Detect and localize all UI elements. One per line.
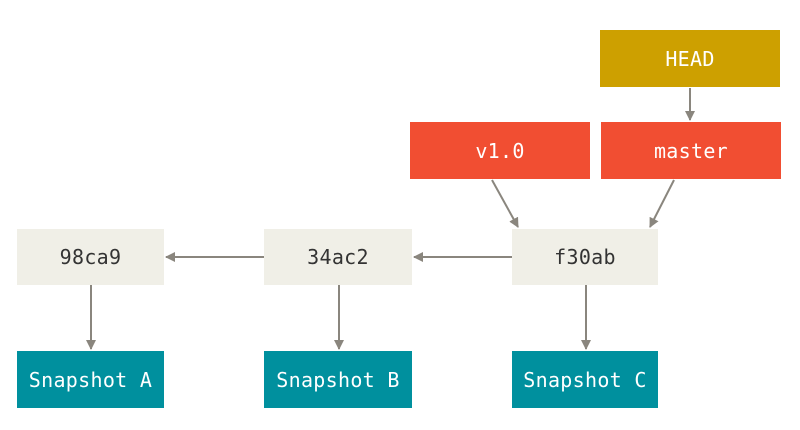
head-pointer: HEAD <box>600 30 780 87</box>
commit-id: 98ca9 <box>59 245 122 269</box>
branch-master: master <box>601 122 781 179</box>
tag-v1-0: v1.0 <box>410 122 590 179</box>
branch-master-label: master <box>653 138 729 163</box>
head-label: HEAD <box>665 46 715 71</box>
snapshot-label: Snapshot B <box>276 367 400 392</box>
arrow-tag-to-f30ab <box>491 179 519 228</box>
tag-label: v1.0 <box>475 138 525 163</box>
commit-34ac2: 34ac2 <box>264 229 412 285</box>
commit-id: f30ab <box>554 245 616 269</box>
snapshot-b: Snapshot B <box>264 351 412 408</box>
commit-id: 34ac2 <box>307 245 369 269</box>
snapshot-a: Snapshot A <box>17 351 164 408</box>
snapshot-label: Snapshot C <box>523 367 647 392</box>
snapshot-c: Snapshot C <box>512 351 658 408</box>
commit-98ca9: 98ca9 <box>17 229 164 285</box>
arrow-master-to-f30ab <box>649 179 675 228</box>
commit-f30ab: f30ab <box>512 229 658 285</box>
snapshot-label: Snapshot A <box>28 367 153 392</box>
